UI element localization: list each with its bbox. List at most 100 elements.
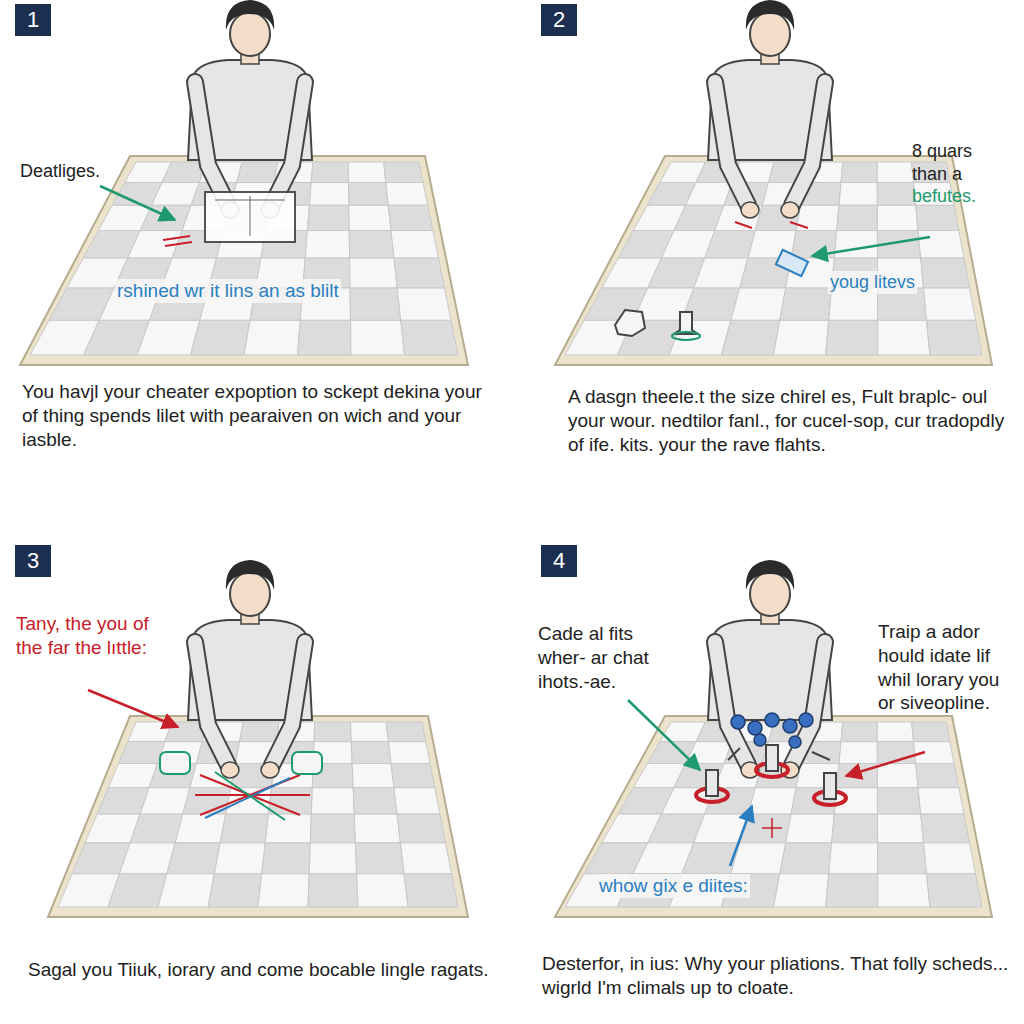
mat-square — [220, 814, 268, 843]
mat-square — [311, 788, 354, 814]
mat-square — [924, 843, 976, 874]
mat-square — [258, 874, 309, 907]
annotation-text: You havjl your cheater expoption to scke… — [22, 380, 492, 451]
mat-square — [265, 814, 311, 843]
mat-square — [877, 764, 918, 788]
mat-square — [682, 843, 740, 874]
mat-square — [877, 205, 918, 230]
mat-square — [386, 182, 428, 205]
step-number: 3 — [27, 550, 39, 572]
mat-border — [555, 716, 992, 917]
mat-square — [877, 182, 915, 205]
annotation-text: Deatliges. — [20, 160, 160, 183]
mat-square — [400, 843, 451, 874]
annotation-text: Tany, the you of the far the lıttle: — [16, 612, 166, 660]
step-number: 4 — [553, 550, 565, 572]
annotation-text: A dasgn theele.t the size chirel es, Ful… — [568, 385, 1008, 456]
mat-square — [918, 788, 964, 814]
mat-square — [208, 874, 262, 907]
mat-square — [348, 162, 386, 182]
step-number-box: 2 — [541, 4, 577, 36]
mat-square — [309, 843, 356, 874]
mat-square — [355, 843, 404, 874]
mat-square — [349, 231, 394, 259]
mat-square — [309, 182, 348, 205]
mat-square — [834, 231, 877, 259]
mat-square — [826, 874, 878, 907]
mat-square — [832, 814, 878, 843]
annotation-text: youg litevs — [828, 271, 917, 294]
annotation-text: Cade al fits wher- ar chat ihots.-ae. — [538, 622, 678, 693]
step-number-box: 1 — [15, 4, 51, 36]
mat-square — [386, 722, 426, 742]
mat-square — [130, 814, 183, 843]
mat-square — [108, 874, 167, 907]
mat-square — [705, 231, 756, 259]
mat-square — [214, 843, 265, 874]
mat-square — [669, 320, 731, 355]
mat-border — [20, 156, 468, 365]
mat-square — [240, 722, 279, 742]
mat-square — [351, 320, 405, 355]
mat-square — [721, 320, 779, 355]
mat-square — [694, 258, 748, 288]
mat-square — [918, 231, 964, 259]
mat-square — [351, 742, 391, 764]
mat-square — [119, 843, 175, 874]
mat-square — [877, 814, 923, 843]
mat-square — [353, 788, 397, 814]
mat-square — [877, 788, 920, 814]
mat-square — [298, 320, 352, 355]
mat-square — [351, 722, 389, 742]
mat-square — [314, 722, 351, 742]
mat-square — [137, 320, 200, 355]
mat-square — [389, 742, 431, 764]
mat-square — [350, 258, 398, 288]
mat-square — [191, 320, 251, 355]
mat-square — [774, 320, 829, 355]
step-number: 2 — [553, 9, 565, 31]
mat-square — [780, 288, 832, 320]
mat-square — [352, 764, 394, 788]
mat-square — [839, 182, 877, 205]
annotation-text: Sagal you Tiiuk, iorary and come bocable… — [28, 958, 498, 982]
mat-square — [731, 288, 786, 320]
mat-square — [877, 162, 913, 182]
mat-square — [349, 182, 389, 205]
mat-square — [829, 843, 878, 874]
step-number-box: 4 — [541, 545, 577, 577]
mat-border — [48, 716, 468, 917]
mat-square — [877, 722, 913, 742]
mat-square — [262, 843, 311, 874]
mat-square — [927, 320, 982, 355]
mat-square — [350, 288, 401, 320]
mat-square — [244, 320, 300, 355]
mat-square — [397, 814, 445, 843]
mat-square — [308, 874, 358, 907]
mat-square — [128, 722, 172, 742]
mat-square — [349, 205, 391, 230]
mat-square — [841, 162, 877, 182]
mat-square — [401, 320, 458, 355]
mat-square — [916, 205, 959, 230]
mat-square — [841, 722, 877, 742]
mat-square — [839, 742, 877, 764]
mat-square — [357, 874, 408, 907]
annotation-text: Traip a ador hould idate lif whil lorary… — [878, 620, 1018, 715]
mat-square — [167, 843, 220, 874]
mat-square — [140, 788, 190, 814]
annotation-text: rshined wr it lins an as blilt — [115, 279, 341, 303]
mat-square — [158, 874, 214, 907]
mat-square — [311, 162, 348, 182]
mat-square — [921, 814, 970, 843]
mat-square — [175, 814, 226, 843]
mat-square — [354, 814, 400, 843]
mat-square — [921, 258, 970, 288]
mat-square — [397, 288, 451, 320]
mat-square — [774, 874, 829, 907]
mat-square — [384, 162, 424, 182]
mat-square — [237, 162, 278, 182]
mat-square — [310, 814, 355, 843]
